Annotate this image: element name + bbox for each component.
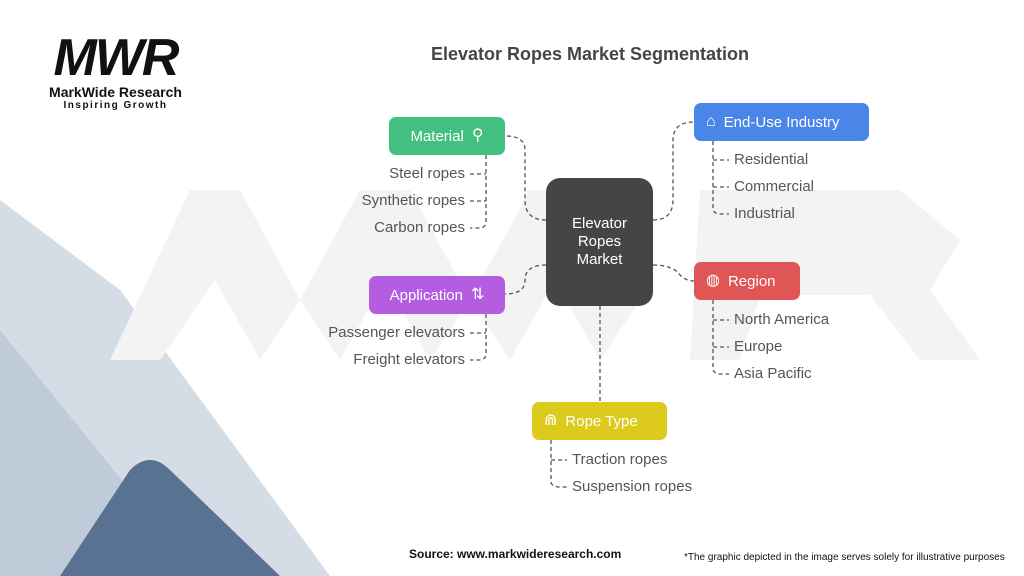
application-label: Application [389,286,463,304]
center-node: Elevator Ropes Market [546,178,653,306]
list-item: North America [734,311,830,328]
elevator-icon: ⇅ [470,286,485,303]
rope-type-node: ⋒ Rope Type [532,402,667,440]
list-item: Carbon ropes [374,219,465,236]
list-item: Suspension ropes [572,478,693,495]
watermark-shape [110,190,980,360]
list-item: Traction ropes [572,451,668,468]
factory-icon: ⌂ [706,113,716,130]
list-item: Commercial [734,178,815,195]
end-use-node: ⌂ End-Use Industry [694,103,869,141]
region-label: Region [727,272,776,290]
list-item: Asia Pacific [734,365,812,382]
material-label: Material [410,127,464,145]
list-item: Steel ropes [389,165,465,182]
page-title: Elevator Ropes Market Segmentation [430,44,750,64]
logo: MWR MarkWide Research Inspiring Growth [38,32,193,112]
logo-name: MarkWide Research [49,84,182,100]
rope-type-label: Rope Type [565,412,638,430]
list-item: Passenger elevators [328,324,465,341]
end-use-label: End-Use Industry [723,113,840,131]
list-item: Residential [734,151,809,168]
application-node: Application ⇅ [369,276,505,314]
logo-tagline: Inspiring Growth [63,100,168,111]
logo-mark: MWR [53,29,180,87]
source-text: Source: www.markwideresearch.com [409,547,622,561]
list-item: Europe [734,338,783,355]
disclaimer-text: *The graphic depicted in the image serve… [684,552,1005,563]
list-item: Industrial [734,205,795,222]
region-node: ◍ Region [694,262,800,300]
list-item: Synthetic ropes [361,192,465,209]
jump-rope-icon: ⋒ [544,412,558,429]
rope-icon: ⚲ [471,127,484,144]
globe-icon: ◍ [706,272,720,289]
material-node: Material ⚲ [389,117,505,155]
list-item: Freight elevators [353,351,465,368]
